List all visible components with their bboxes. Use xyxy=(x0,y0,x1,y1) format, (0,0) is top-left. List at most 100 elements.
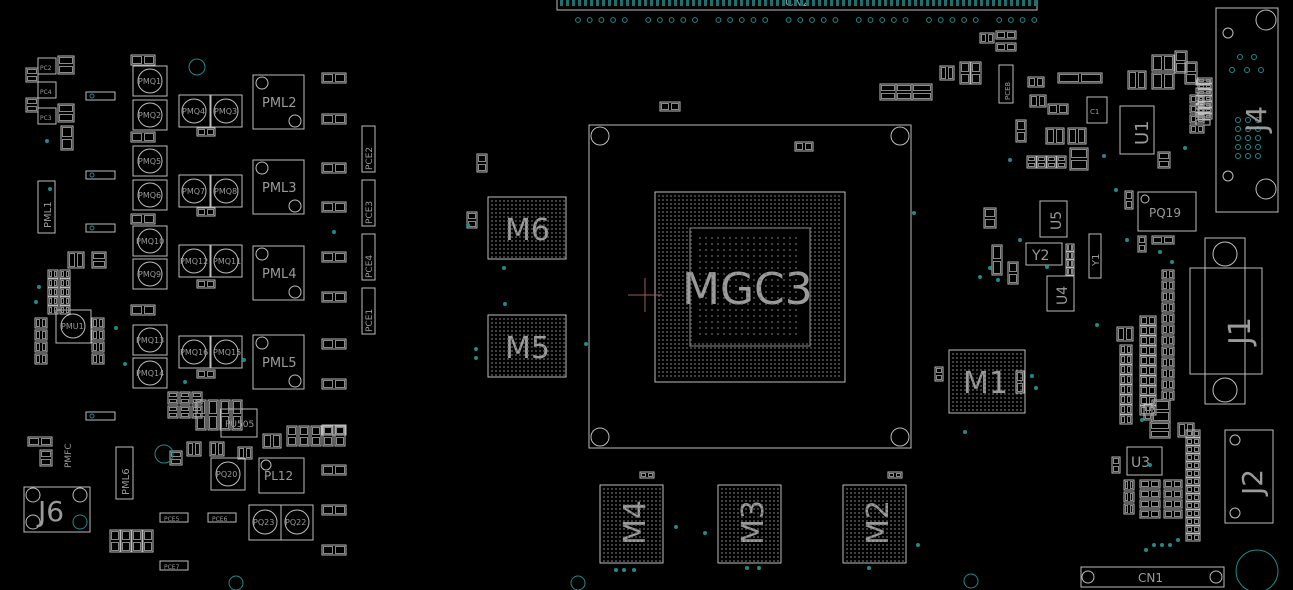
cap-pce1: PCE1 xyxy=(361,287,376,335)
inductor-pml3: PML3 xyxy=(252,159,305,215)
memory-m6: M6 xyxy=(487,196,567,260)
pce2-label: PCE2 xyxy=(365,147,375,170)
pml6-label: PML6 xyxy=(121,468,132,495)
pmfc-label: PMFC xyxy=(64,443,74,468)
mosfet-pmq3: PMQ3 xyxy=(210,94,243,128)
pce3-label: PCE3 xyxy=(365,201,375,224)
mosfet-pmq11: PMQ11 xyxy=(210,244,243,278)
pmq16-label: PMQ16 xyxy=(180,348,208,357)
pl12-label: PL12 xyxy=(264,469,293,483)
u5-label: U5 xyxy=(1049,211,1065,230)
pce7-label: PCE7 xyxy=(164,564,180,571)
cap-pc4: PC4 xyxy=(37,81,57,99)
mosfet-pmq7: PMQ7 xyxy=(178,174,211,208)
pmq12-label: PMQ12 xyxy=(180,257,208,266)
inductor-pml6: PML6 xyxy=(115,446,134,500)
m3-label: M3 xyxy=(736,500,771,545)
pu505-label: PU505 xyxy=(225,420,254,430)
pmq11-label: PMQ11 xyxy=(213,257,241,266)
m1-label: M1 xyxy=(963,366,1008,401)
mosfet-pmq6: PMQ6 xyxy=(132,179,168,211)
cap-pce4: PCE4 xyxy=(361,233,376,281)
j2-label: J2 xyxy=(1236,469,1269,497)
pce4-label: PCE4 xyxy=(365,255,375,278)
inductor-pml5: PML5 xyxy=(252,334,305,390)
cap-pce5: PCE5 xyxy=(159,512,189,523)
pc3-label: PC3 xyxy=(40,115,52,122)
pmq6-label: PMQ6 xyxy=(138,191,161,200)
cap-pce8: PCE8 xyxy=(998,64,1014,104)
pmq8-label: PMQ8 xyxy=(214,187,237,196)
memory-m4: M4 xyxy=(599,484,664,564)
chip-mgc3: MGC3 xyxy=(588,124,912,449)
mount-hole xyxy=(1235,549,1279,590)
cap-c1: C1 xyxy=(1086,96,1108,124)
mosfet-pmq4: PMQ4 xyxy=(178,94,211,128)
connector-cn2: CN2 xyxy=(556,0,1038,23)
pq19-label: PQ19 xyxy=(1149,206,1181,220)
j4-label: J4 xyxy=(1240,106,1273,134)
pml3-label: PML3 xyxy=(262,181,297,196)
cn2-label: CN2 xyxy=(785,0,810,9)
cn1-label: CN1 xyxy=(1138,571,1163,585)
memory-m3: M3 xyxy=(717,484,782,564)
mosfet-pmq8: PMQ8 xyxy=(210,174,243,208)
cap-pce2: PCE2 xyxy=(361,125,376,173)
crystal-y2: Y2 xyxy=(1025,242,1063,266)
pce1-label: PCE1 xyxy=(365,309,375,332)
mosfet-pmq13: PMQ13 xyxy=(132,324,168,356)
y2-label: Y2 xyxy=(1031,248,1049,264)
mosfet-pmq14: PMQ14 xyxy=(132,357,168,389)
connector-j2: J2 xyxy=(1224,429,1274,524)
u1-label: U1 xyxy=(1132,120,1153,145)
pmq10-label: PMQ10 xyxy=(136,237,164,246)
connector-j1: J1 xyxy=(1189,237,1263,405)
pmq5-label: PMQ5 xyxy=(138,157,161,166)
ic-u5: U5 xyxy=(1039,200,1068,238)
cap-pce3: PCE3 xyxy=(361,179,376,227)
ic-u1: U1 xyxy=(1119,105,1155,155)
small-components xyxy=(25,30,1213,556)
cap-pc2: PC2 xyxy=(37,57,57,75)
test-points xyxy=(34,58,1187,590)
m6-label: M6 xyxy=(505,213,550,248)
m5-label: M5 xyxy=(505,331,550,366)
m2-label: M2 xyxy=(861,500,896,545)
pmq4-label: PMQ4 xyxy=(182,107,205,116)
pml2-label: PML2 xyxy=(262,96,297,111)
part-pmfc: PMFC xyxy=(64,443,74,468)
pml5-label: PML5 xyxy=(262,356,297,371)
inductor-pml1: PML1 xyxy=(37,180,56,234)
mosfet-pmq12: PMQ12 xyxy=(178,244,211,278)
ic-u4: U4 xyxy=(1046,275,1075,312)
pmu1-label: PMU1 xyxy=(61,322,84,331)
inductor-pl12: PL12 xyxy=(258,457,305,494)
j6-label: J6 xyxy=(36,495,64,528)
mosfet-pq22: PQ22 xyxy=(280,504,314,541)
mosfet-pq20: PQ20 xyxy=(210,457,246,491)
pc4-label: PC4 xyxy=(40,89,52,96)
u4-label: U4 xyxy=(1055,286,1071,305)
pmq15-label: PMQ15 xyxy=(213,348,241,357)
pce8-label: PCE8 xyxy=(1004,82,1012,100)
mosfet-pmq16: PMQ16 xyxy=(178,335,211,369)
mosfet-pmq9: PMQ9 xyxy=(132,258,168,290)
mgc3-label: MGC3 xyxy=(682,264,813,315)
ic-u3: U3 xyxy=(1126,446,1163,476)
pmq14-label: PMQ14 xyxy=(136,369,164,378)
mosfet-pmq1: PMQ1 xyxy=(132,65,168,97)
mosfet-pq23: PQ23 xyxy=(248,504,282,541)
y1-label: Y1 xyxy=(1091,254,1102,267)
pmq9-label: PMQ9 xyxy=(138,270,161,279)
pq22-label: PQ22 xyxy=(285,518,306,527)
pq23-label: PQ23 xyxy=(253,518,274,527)
ic-pmu1: PMU1 xyxy=(55,309,92,344)
pce6-label: PCE6 xyxy=(212,516,228,523)
pce5-label: PCE5 xyxy=(164,516,180,523)
mosfet-pq19: PQ19 xyxy=(1137,191,1197,232)
pmq1-label: PMQ1 xyxy=(138,77,161,86)
pml1-label: PML1 xyxy=(43,201,54,228)
memory-m1: M1 xyxy=(948,349,1026,414)
cap-pc3: PC3 xyxy=(37,107,57,125)
